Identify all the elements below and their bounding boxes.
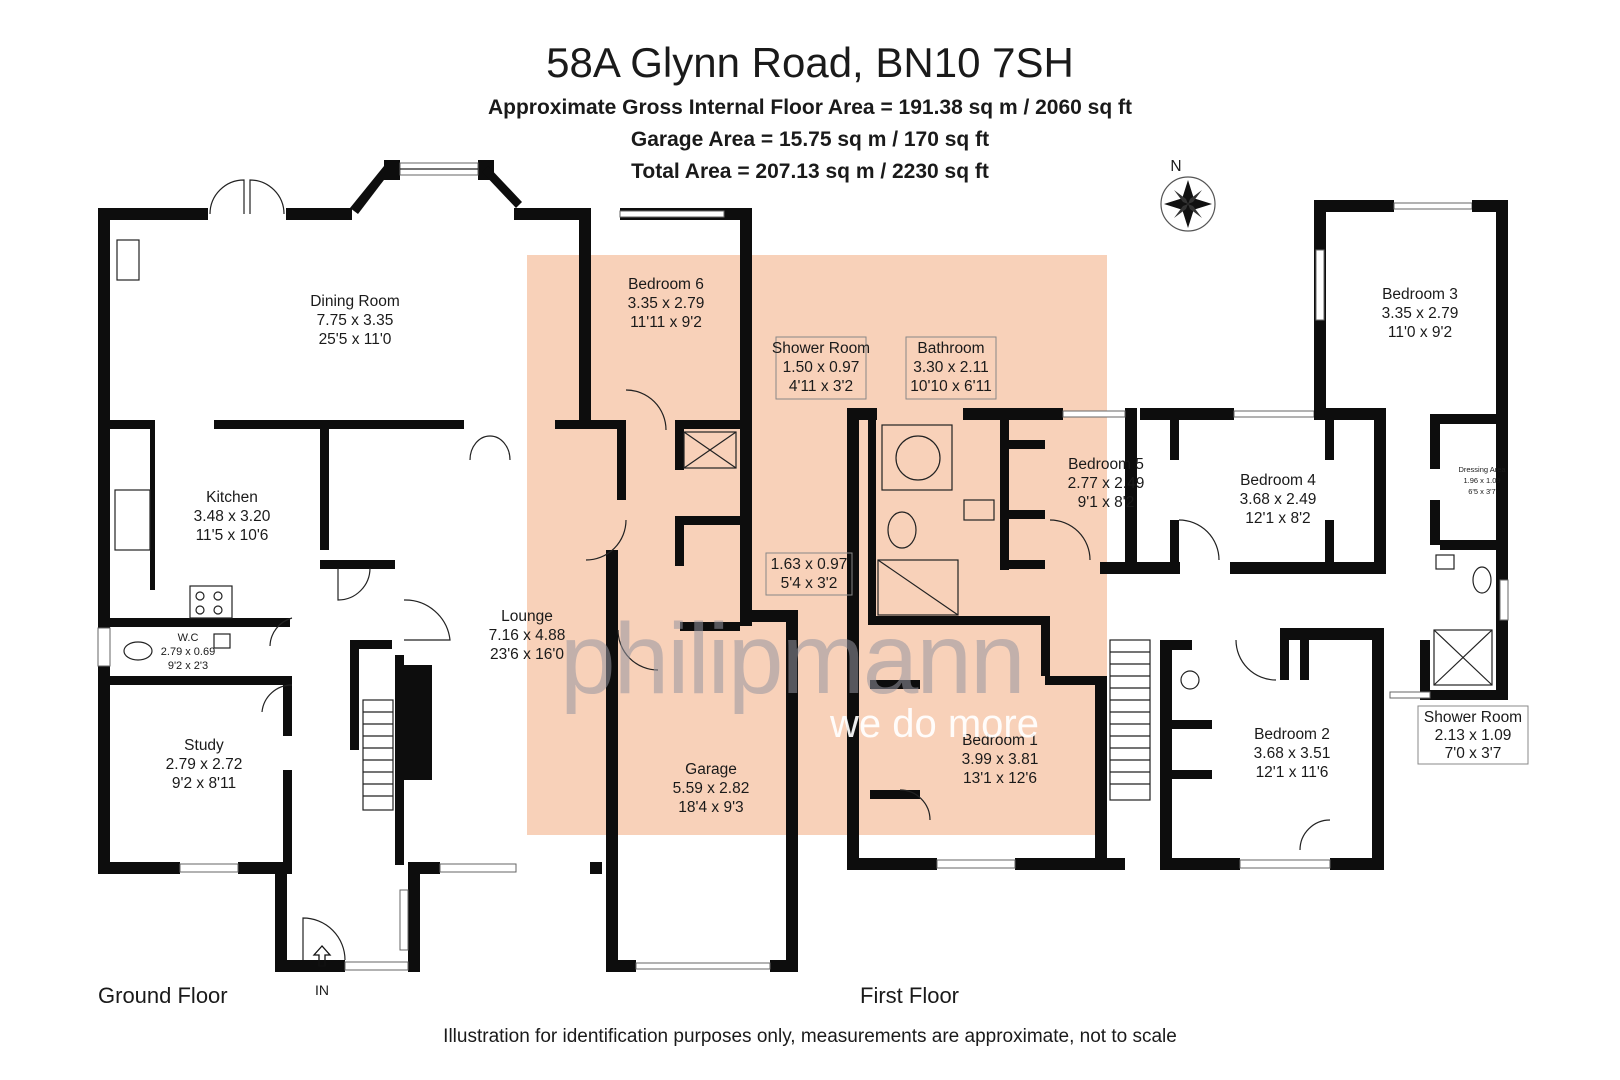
svg-text:Bedroom 4: Bedroom 4 <box>1240 472 1316 489</box>
svg-text:2.77 x 2.49: 2.77 x 2.49 <box>1068 475 1145 492</box>
room-label-dining: Dining Room 7.75 x 3.35 25'5 x 11'0 <box>310 293 400 348</box>
room-label-lounge: Lounge 7.16 x 4.88 23'6 x 16'0 <box>489 608 566 663</box>
garage-area: Garage Area = 15.75 sq m / 170 sq ft <box>630 128 990 151</box>
svg-text:2.79 x 0.69: 2.79 x 0.69 <box>161 646 215 658</box>
svg-text:3.30 x 2.11: 3.30 x 2.11 <box>913 359 989 376</box>
room-label-study: Study 2.79 x 2.72 9'2 x 8'11 <box>166 737 243 792</box>
svg-text:1.96 x 1.09: 1.96 x 1.09 <box>1463 476 1500 485</box>
room-label-bedroom1: Bedroom 1 3.99 x 3.81 13'1 x 12'6 <box>962 732 1039 787</box>
room-label-bedroom6: Bedroom 6 3.35 x 2.79 11'11 x 9'2 <box>628 276 705 331</box>
compass-label: N <box>1170 158 1181 175</box>
svg-text:13'1 x 12'6: 13'1 x 12'6 <box>963 770 1037 787</box>
room-label-kitchen: Kitchen 3.48 x 3.20 11'5 x 10'6 <box>194 489 271 544</box>
svg-text:7.75 x 3.35: 7.75 x 3.35 <box>317 312 394 329</box>
room-label-bedroom2: Bedroom 2 3.68 x 3.51 12'1 x 11'6 <box>1254 726 1331 781</box>
watermark-tagline: we do more <box>830 702 1039 746</box>
room-label-bedroom4: Bedroom 4 3.68 x 2.49 12'1 x 8'2 <box>1240 472 1317 527</box>
svg-text:5'4 x 3'2: 5'4 x 3'2 <box>781 575 838 592</box>
room-label-garage: Garage 5.59 x 2.82 18'4 x 9'3 <box>673 761 750 816</box>
svg-text:Study: Study <box>184 737 224 754</box>
svg-text:9'2 x 2'3: 9'2 x 2'3 <box>168 660 208 672</box>
svg-text:Shower Room: Shower Room <box>772 340 870 357</box>
svg-text:4'11 x 3'2: 4'11 x 3'2 <box>789 378 853 395</box>
svg-text:Shower Room: Shower Room <box>1424 709 1522 726</box>
svg-text:11'11 x 9'2: 11'11 x 9'2 <box>630 314 702 331</box>
svg-text:1.63 x 0.97: 1.63 x 0.97 <box>771 556 848 573</box>
ground-floor-walls <box>97 160 752 972</box>
svg-text:11'5 x 10'6: 11'5 x 10'6 <box>196 527 269 544</box>
svg-text:6'5 x 3'7: 6'5 x 3'7 <box>1468 487 1495 496</box>
garage-walls <box>555 389 798 972</box>
watermark-brand: philipmann <box>560 603 1026 715</box>
room-label-bedroom3: Bedroom 3 3.35 x 2.79 11'0 x 9'2 <box>1382 286 1459 341</box>
svg-text:5.59 x 2.82: 5.59 x 2.82 <box>673 780 750 797</box>
svg-text:7'0 x 3'7: 7'0 x 3'7 <box>1445 745 1502 762</box>
svg-text:25'5 x 11'0: 25'5 x 11'0 <box>319 331 392 348</box>
svg-text:12'1 x 11'6: 12'1 x 11'6 <box>1256 764 1329 781</box>
svg-text:12'1 x 8'2: 12'1 x 8'2 <box>1245 510 1310 527</box>
room-label-dressing: Dressing Area 1.96 x 1.09 6'5 x 3'7 <box>1458 465 1506 496</box>
svg-text:Bedroom 1: Bedroom 1 <box>962 732 1038 749</box>
svg-text:3.99 x 3.81: 3.99 x 3.81 <box>962 751 1039 768</box>
plan-title: 58A Glynn Road, BN10 7SH <box>546 39 1074 86</box>
svg-text:Bedroom 5: Bedroom 5 <box>1068 456 1144 473</box>
room-label-wc: W.C 2.79 x 0.69 9'2 x 2'3 <box>161 632 215 672</box>
entrance-arrow-icon <box>312 945 332 967</box>
gross-internal-area: Approximate Gross Internal Floor Area = … <box>487 96 1133 119</box>
svg-text:Kitchen: Kitchen <box>206 489 258 506</box>
compass-icon <box>1160 176 1216 232</box>
svg-text:23'6 x 16'0: 23'6 x 16'0 <box>490 646 564 663</box>
svg-text:3.68 x 3.51: 3.68 x 3.51 <box>1254 745 1331 762</box>
room-label-bathroom: Bathroom 3.30 x 2.11 10'10 x 6'11 <box>905 336 997 400</box>
svg-text:10'10 x 6'11: 10'10 x 6'11 <box>910 378 991 395</box>
svg-text:Dining Room: Dining Room <box>310 293 400 310</box>
svg-text:9'1 x 8'2: 9'1 x 8'2 <box>1078 494 1135 511</box>
svg-text:9'2 x 8'11: 9'2 x 8'11 <box>172 775 236 792</box>
room-label-shower-room-2: Shower Room 2.13 x 1.09 7'0 x 3'7 <box>1417 705 1529 765</box>
room-label-cupboard: 1.63 x 0.97 5'4 x 3'2 <box>765 552 853 596</box>
total-area: Total Area = 207.13 sq m / 2230 sq ft <box>631 160 989 183</box>
room-label-bedroom5: Bedroom 5 2.77 x 2.49 9'1 x 8'2 <box>1068 456 1145 511</box>
disclaimer: Illustration for identification purposes… <box>443 1026 1177 1047</box>
svg-text:Bathroom: Bathroom <box>917 340 984 357</box>
svg-text:Bedroom 6: Bedroom 6 <box>628 276 704 293</box>
svg-text:7.16 x 4.88: 7.16 x 4.88 <box>489 627 566 644</box>
svg-text:3.68 x 2.49: 3.68 x 2.49 <box>1240 491 1317 508</box>
svg-text:2.79 x 2.72: 2.79 x 2.72 <box>166 756 243 773</box>
watermark-overlay <box>527 255 1107 835</box>
first-floor-label: First Floor <box>860 983 959 1008</box>
room-label-shower-room-1: Shower Room 1.50 x 0.97 4'11 x 3'2 <box>772 336 870 400</box>
svg-text:Garage: Garage <box>685 761 737 778</box>
svg-text:Bedroom 3: Bedroom 3 <box>1382 286 1458 303</box>
svg-text:2.13 x 1.09: 2.13 x 1.09 <box>1435 727 1512 744</box>
svg-text:Dressing Area: Dressing Area <box>1458 465 1506 474</box>
svg-text:W.C: W.C <box>178 632 199 644</box>
svg-text:1.50 x 0.97: 1.50 x 0.97 <box>783 359 860 376</box>
svg-text:18'4 x 9'3: 18'4 x 9'3 <box>678 799 743 816</box>
svg-text:Lounge: Lounge <box>501 608 553 625</box>
svg-text:Bedroom 2: Bedroom 2 <box>1254 726 1330 743</box>
svg-text:11'0 x 9'2: 11'0 x 9'2 <box>1388 324 1452 341</box>
svg-text:3.35 x 2.79: 3.35 x 2.79 <box>628 295 705 312</box>
svg-text:3.35 x 2.79: 3.35 x 2.79 <box>1382 305 1459 322</box>
first-floor-walls <box>847 200 1509 870</box>
entrance-label: IN <box>315 982 329 998</box>
ground-floor-label: Ground Floor <box>98 983 228 1008</box>
svg-text:3.48 x 3.20: 3.48 x 3.20 <box>194 508 271 525</box>
